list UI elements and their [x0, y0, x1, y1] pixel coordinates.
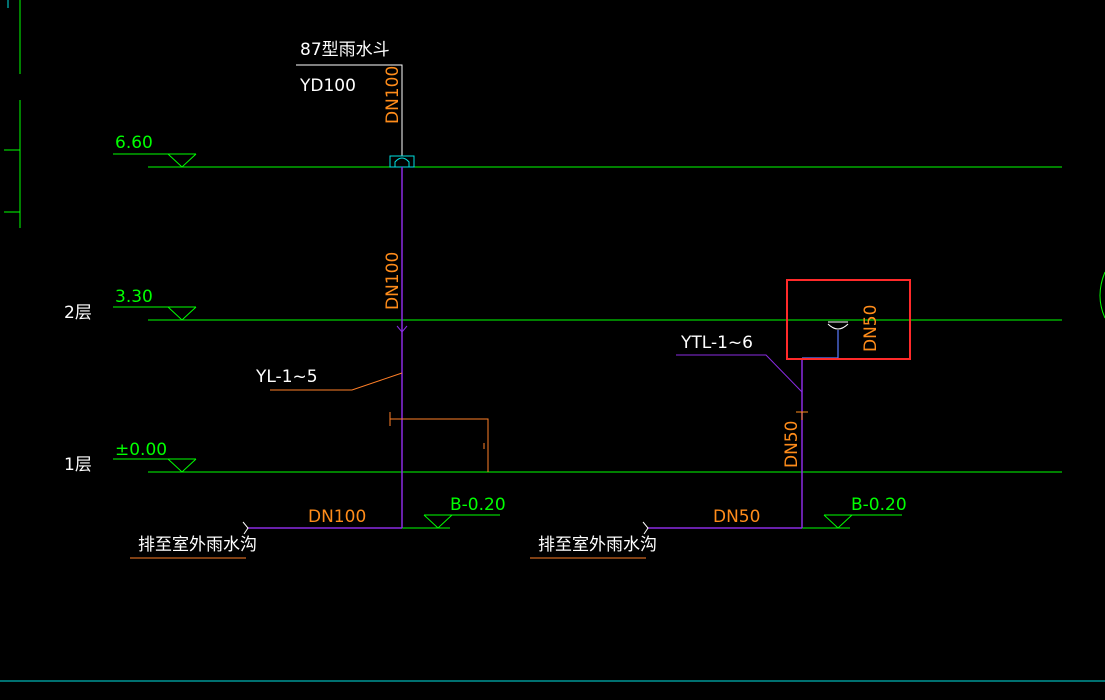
riser-leader-right [676, 354, 803, 393]
outlet-note-right: 排至室外雨水沟 [538, 535, 657, 555]
elevation-marker-1f [113, 458, 197, 473]
elevation-marker-right-outlet [823, 514, 902, 529]
pipe-fitting-2f [396, 325, 408, 333]
outlet-elevation-left: B-0.20 [450, 495, 506, 515]
left-edge-fragments [4, 0, 21, 228]
right-edge-arc [1099, 271, 1105, 319]
riser-label-right: YTL-1~6 [680, 333, 753, 353]
pipe-check-valve-right [796, 411, 808, 420]
pipe-size-right-branch: DN50 [861, 305, 881, 352]
riser-label-left: YL-1~5 [255, 367, 318, 387]
roof-drain-leader [296, 64, 403, 156]
outlet-note-break-right [642, 521, 649, 535]
cleanout-bracket-left [390, 418, 489, 472]
elevation-marker-2f [113, 306, 197, 321]
outlet-size-right: DN50 [713, 507, 760, 527]
elevation-marker-roof [113, 153, 197, 168]
outlet-note-left: 排至室外雨水沟 [138, 535, 257, 555]
outlet-size-left: DN100 [308, 507, 366, 527]
pipe-size-roof-section: DN100 [383, 66, 403, 124]
elevation-text-2f: 3.30 [115, 287, 153, 307]
elevation-text-1f: ±0.00 [115, 440, 167, 460]
highlight-box [786, 279, 911, 360]
outlet-note-break-left [242, 521, 249, 535]
pipe-branch-right [802, 330, 839, 359]
roof-drain-fitting [389, 155, 415, 168]
elevation-marker-left-outlet [423, 514, 500, 529]
pipe-size-middle-section: DN100 [383, 252, 403, 310]
roof-drain-title: 87型雨水斗 [300, 40, 390, 60]
pipe-size-right-riser: DN50 [782, 421, 802, 468]
floor-drain-fitting [827, 323, 849, 330]
riser-leader-left [270, 372, 403, 391]
floor-label-1f: 1层 [64, 455, 92, 475]
outlet-elevation-right: B-0.20 [851, 495, 907, 515]
elevation-text-roof: 6.60 [115, 133, 153, 153]
roof-drain-code: YD100 [299, 76, 356, 96]
floor-label-2f: 2层 [64, 303, 92, 323]
